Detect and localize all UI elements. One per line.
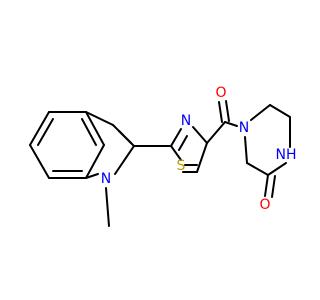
bond: [244, 136, 248, 164]
bond: [85, 111, 114, 126]
bond: [246, 162, 269, 176]
bond: [85, 173, 99, 179]
bond: [105, 187, 110, 227]
bonds: [29, 100, 291, 227]
atom-label-thiazole-sulfur: S: [177, 158, 186, 174]
atom-label-piperazine-nitrogen: N: [239, 120, 249, 136]
bond: [118, 130, 132, 144]
bond: [271, 175, 276, 198]
bond: [264, 174, 269, 197]
bond: [29, 144, 50, 179]
bond: [85, 144, 105, 179]
atom-label-carbonyl-oxygen: O: [215, 85, 226, 101]
bond: [269, 104, 291, 118]
bond: [196, 142, 208, 173]
bond: [81, 118, 97, 146]
bond: [192, 126, 208, 144]
molecule-structure: O N S N N NH O: [29, 85, 297, 227]
bond: [114, 145, 135, 175]
bond: [218, 101, 223, 123]
bond: [206, 121, 226, 144]
bond: [225, 100, 230, 122]
bond: [85, 111, 105, 146]
bond: [267, 162, 287, 176]
bond: [170, 145, 182, 161]
bond: [178, 135, 188, 151]
atom-label-thiazole-nitrogen: N: [181, 113, 191, 129]
atom-label-lactam-oxygen: O: [259, 197, 270, 213]
bond: [29, 111, 50, 146]
atom-labels: O N S N N NH O: [101, 85, 297, 213]
bond: [250, 104, 271, 121]
atom-label-piperazine-nh: NH: [276, 147, 297, 163]
atom-label-indole-nitrogen: N: [101, 171, 111, 187]
bond: [37, 118, 54, 146]
bond: [170, 128, 182, 147]
bond: [224, 121, 238, 127]
